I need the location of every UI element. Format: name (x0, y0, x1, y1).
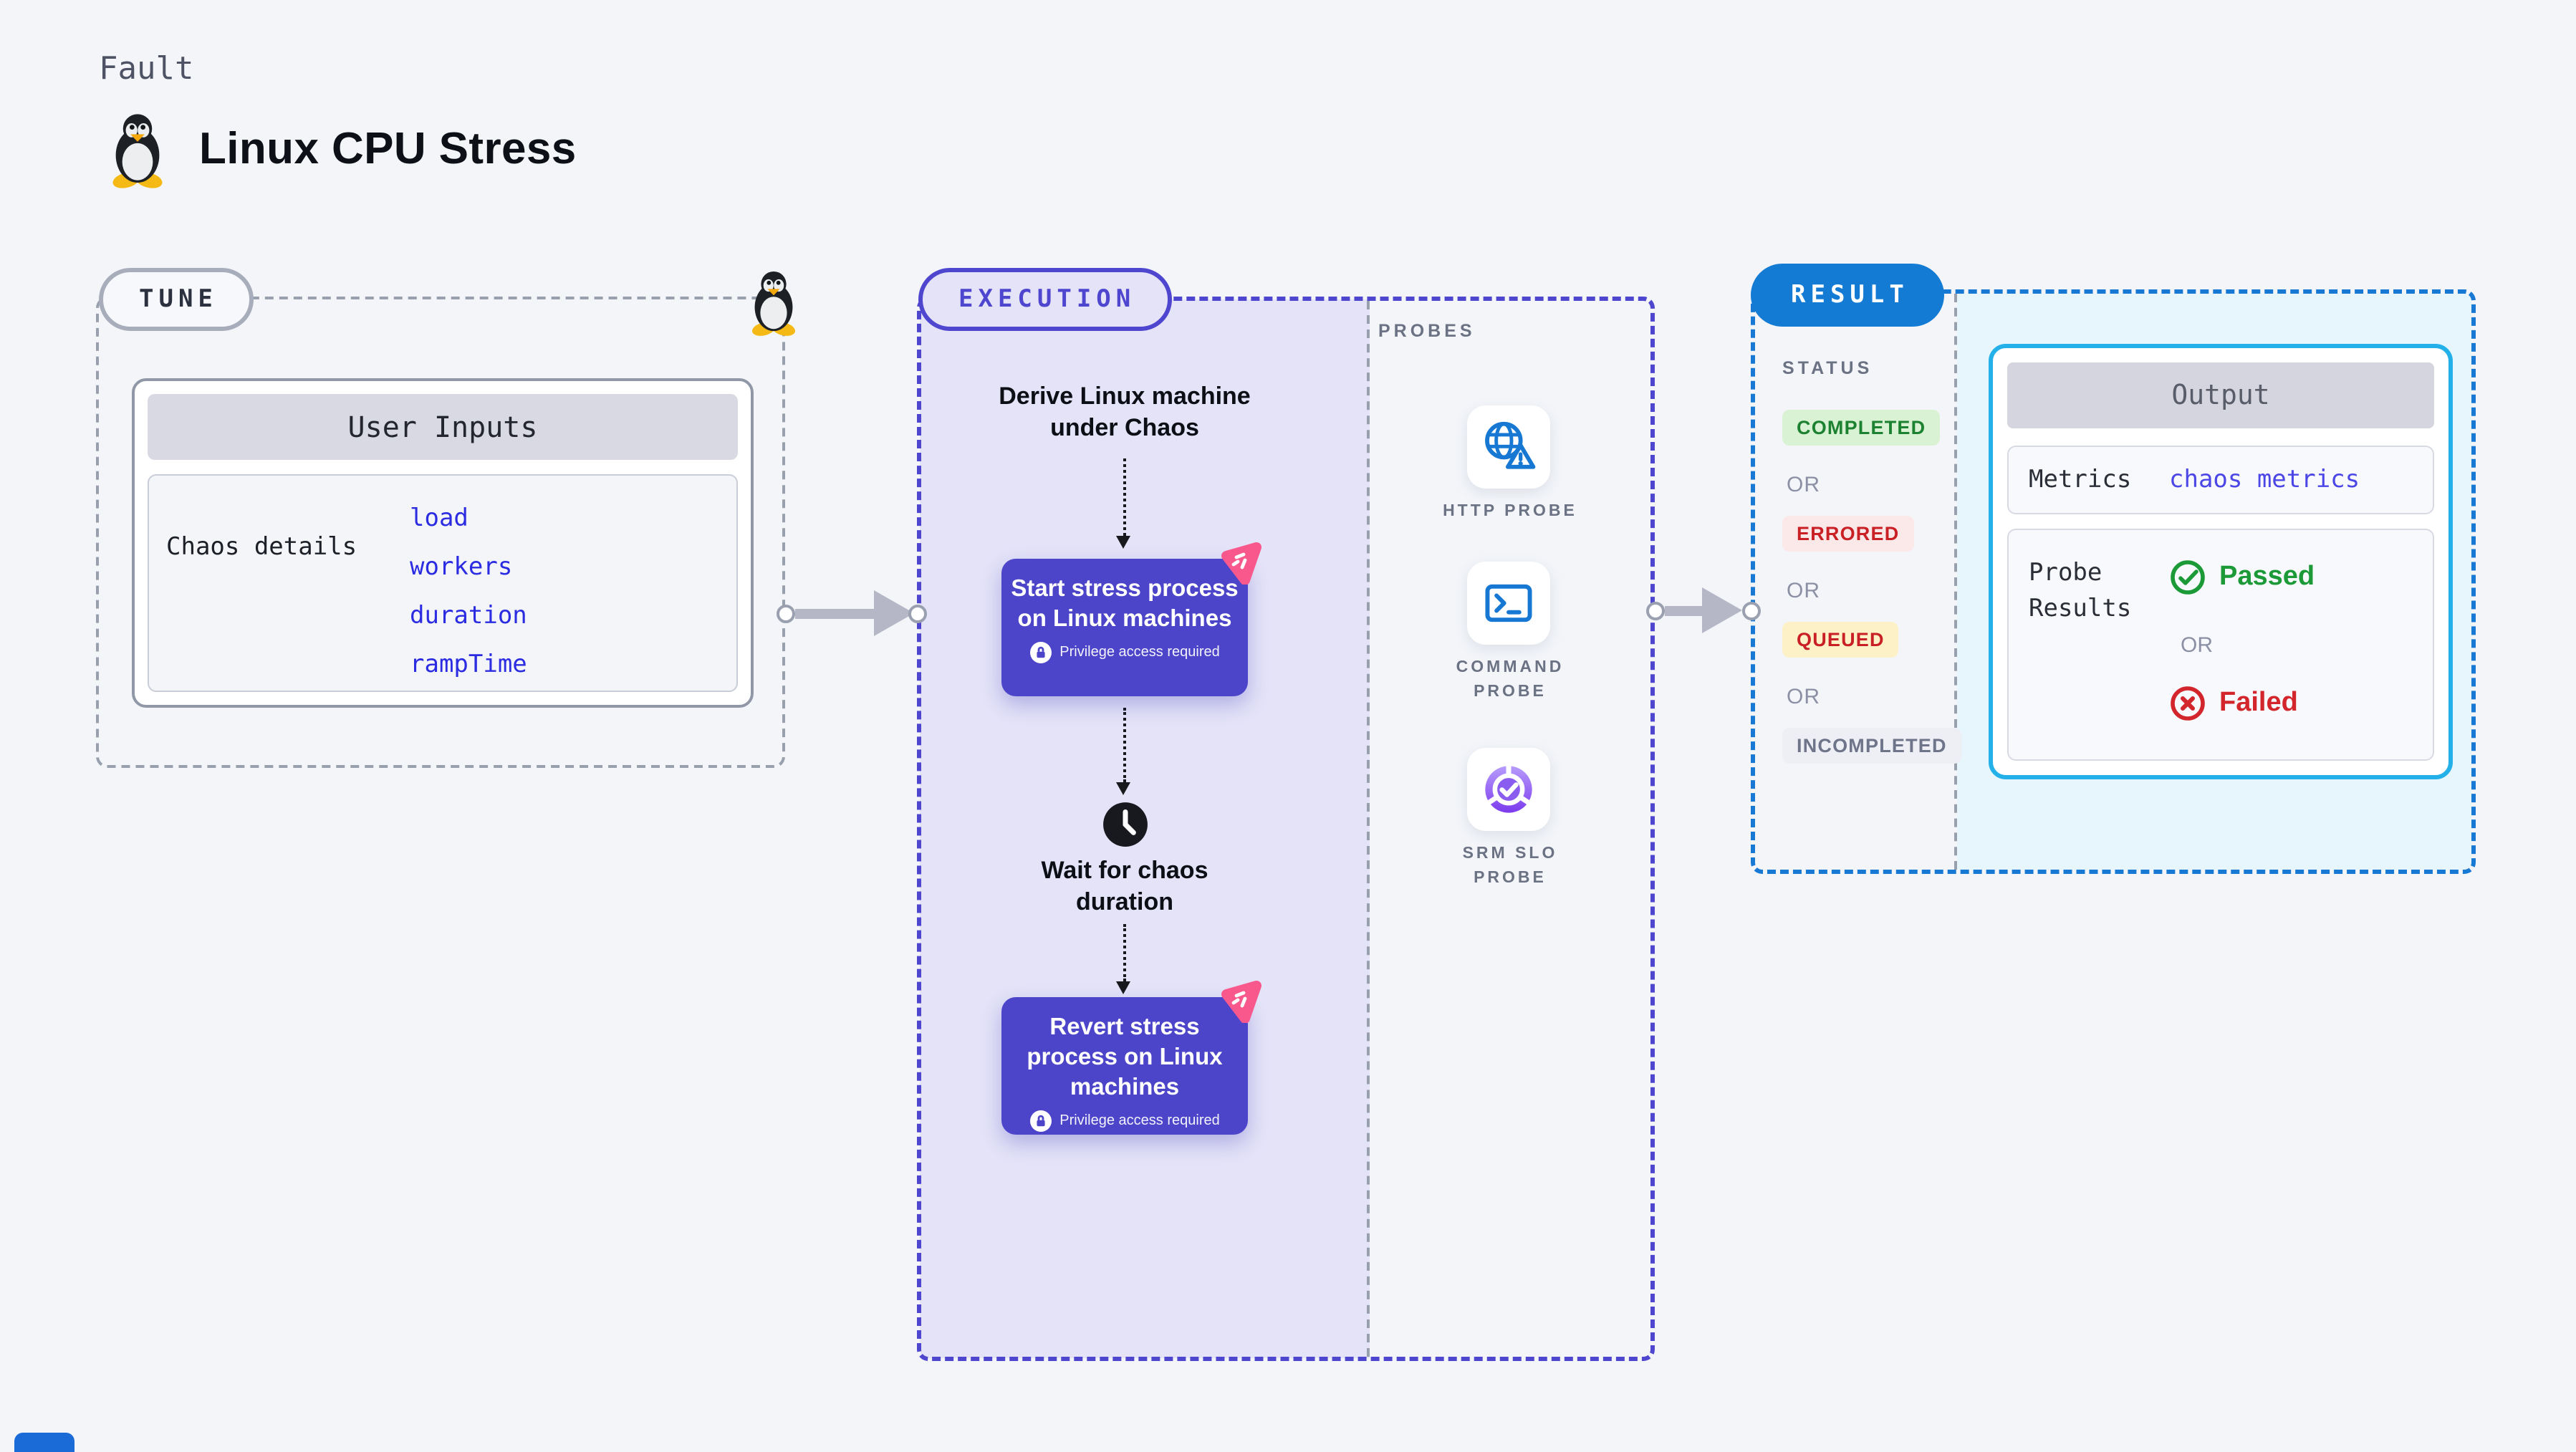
derive-machine-label: Derive Linux machine under Chaos (999, 383, 1251, 442)
page-title: Linux CPU Stress (199, 123, 577, 173)
x-circle-icon (2171, 686, 2205, 721)
privilege-label: Privilege access required (1059, 1112, 1220, 1129)
bottom-left-logo (14, 1433, 75, 1452)
check-circle-icon (2171, 560, 2205, 595)
tune-pill: TUNE (99, 268, 254, 331)
passed-status: Passed (2169, 559, 2315, 596)
tune-section (96, 297, 785, 768)
clock-icon (1103, 802, 1148, 847)
connector-dot (776, 604, 794, 622)
user-inputs-card: User Inputs Chaos details load workers d… (132, 378, 754, 708)
result-section (1751, 289, 2476, 874)
execution-section (917, 297, 1655, 1361)
start-stress-node[interactable]: Start stress process on Linux machines P… (1001, 559, 1248, 696)
connector-dot (1645, 601, 1664, 620)
chaos-details-row: Chaos details load workers duration ramp… (148, 474, 738, 692)
connector-dot (1741, 601, 1760, 620)
dotted-arrowhead-icon (1116, 782, 1130, 795)
status-badge-errored: ERRORED (1782, 516, 1914, 552)
slo-donut-icon (1484, 762, 1533, 813)
srm-slo-probe-card[interactable] (1467, 748, 1550, 831)
fault-kicker: Fault (99, 52, 194, 87)
revert-stress-title: Revert stress process on Linux machines (1027, 1014, 1223, 1100)
chaos-icon (1219, 980, 1262, 1023)
probes-heading: PROBES (1378, 321, 1476, 341)
globe-alert-icon (1485, 421, 1536, 469)
dotted-connector (1123, 708, 1126, 782)
dotted-connector (1123, 458, 1126, 536)
execution-probes-divider (1367, 301, 1370, 1357)
flow-arrow-execution-result (1665, 605, 1708, 615)
probe-label-command: COMMAND PROBE (1456, 659, 1565, 701)
status-badge-incompleted: INCOMPLETED (1782, 728, 1961, 764)
input-link-duration[interactable]: duration (410, 602, 527, 630)
or-label: OR (1787, 473, 1820, 497)
lock-icon (1029, 641, 1052, 663)
output-header: Output (2007, 362, 2434, 428)
dotted-arrowhead-icon (1116, 981, 1130, 994)
wait-duration-label: Wait for chaos duration (1041, 857, 1208, 916)
privilege-row: Privilege access required (1001, 1110, 1248, 1132)
chaos-icon (1219, 542, 1262, 585)
linux-tux-icon (111, 114, 164, 189)
lock-icon (1029, 1110, 1052, 1132)
status-badge-queued: QUEUED (1782, 622, 1899, 658)
http-probe-card[interactable] (1467, 405, 1550, 489)
connector-dot (908, 604, 926, 622)
or-label: OR (1787, 685, 1820, 709)
passed-label: Passed (2219, 562, 2315, 592)
probe-results-row: Probe Results Passed OR Failed (2007, 529, 2434, 761)
probe-results-label: Probe Results (2029, 559, 2132, 623)
result-pill: RESULT (1751, 264, 1945, 327)
dotted-arrowhead-icon (1116, 536, 1130, 549)
chaos-details-label: Chaos details (166, 533, 357, 562)
input-link-workers[interactable]: workers (410, 553, 513, 582)
or-label: OR (1787, 579, 1820, 603)
command-probe-card[interactable] (1467, 562, 1550, 645)
start-stress-title: Start stress process on Linux machines (1011, 576, 1239, 632)
flow-arrow-tune-execution (795, 608, 878, 618)
flow-arrowhead-icon (1702, 587, 1742, 633)
execution-pill: EXECUTION (918, 268, 1172, 331)
privilege-row: Privilege access required (1001, 641, 1248, 663)
status-heading: STATUS (1782, 358, 1873, 378)
chaos-metrics-link[interactable]: chaos metrics (2169, 466, 2360, 494)
or-label: OR (2181, 633, 2213, 658)
privilege-label: Privilege access required (1059, 644, 1220, 660)
revert-stress-node[interactable]: Revert stress process on Linux machines … (1001, 997, 1248, 1135)
terminal-icon (1485, 584, 1532, 622)
input-link-load[interactable]: load (410, 504, 468, 533)
output-card: Output Metrics chaos metrics Probe Resul… (1989, 344, 2453, 779)
probe-label-srm-slo: SRM SLO PROBE (1462, 845, 1558, 887)
probe-label-http: HTTP PROBE (1443, 503, 1577, 520)
metrics-row: Metrics chaos metrics (2007, 446, 2434, 514)
status-badge-completed: COMPLETED (1782, 410, 1941, 446)
failed-status: Failed (2169, 685, 2298, 722)
user-inputs-header: User Inputs (148, 394, 738, 460)
input-link-rampTime[interactable]: rampTime (410, 650, 527, 679)
linux-tux-corner-icon (750, 271, 797, 337)
metrics-label: Metrics (2029, 466, 2132, 494)
result-divider (1954, 294, 1957, 870)
dotted-connector (1123, 924, 1126, 981)
failed-label: Failed (2219, 688, 2298, 718)
flow-arrowhead-icon (874, 590, 914, 636)
